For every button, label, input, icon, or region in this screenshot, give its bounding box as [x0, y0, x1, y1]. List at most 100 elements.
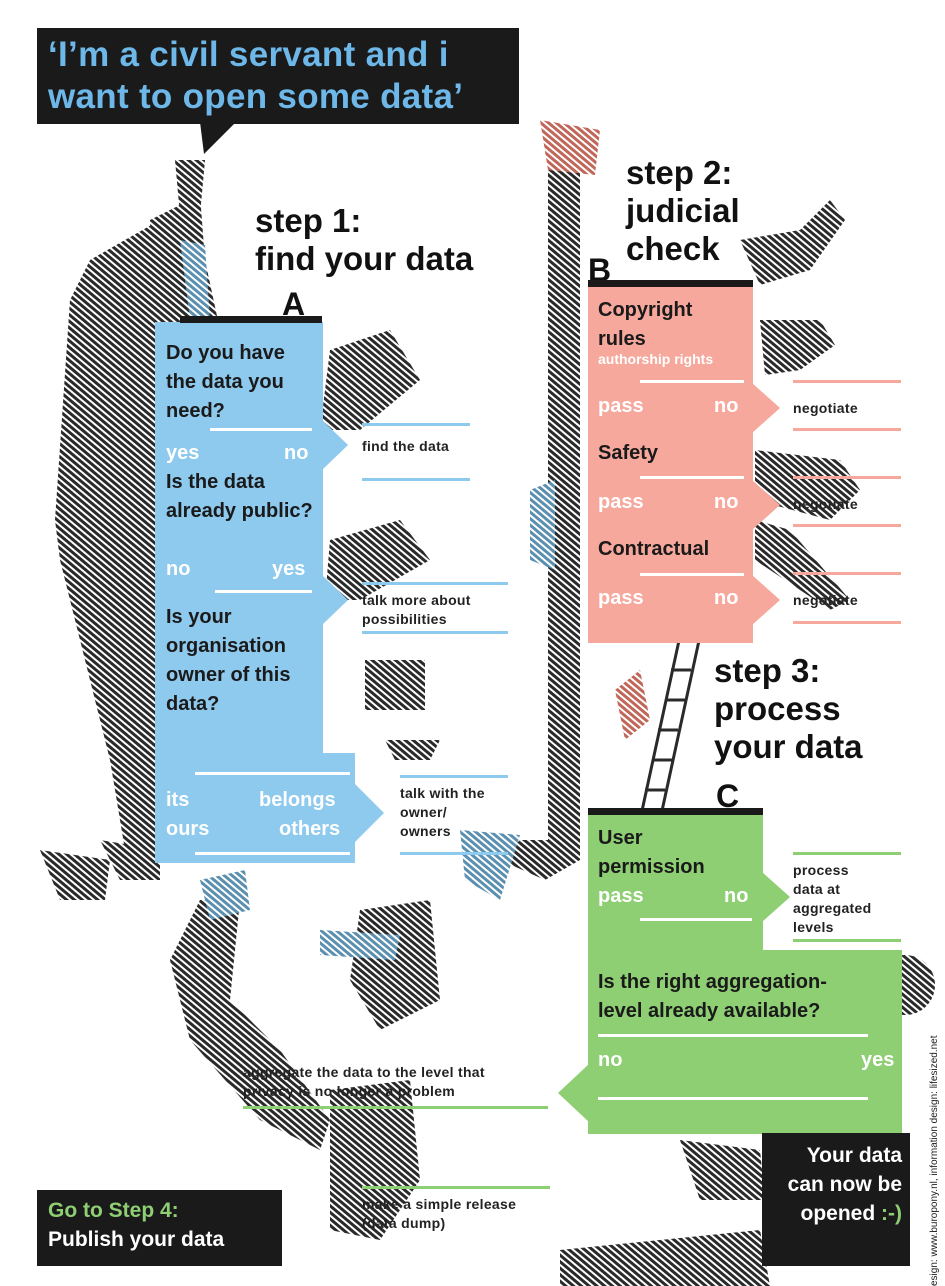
action-line [362, 582, 508, 585]
panel-a-arrow-1 [322, 420, 348, 470]
divider [195, 852, 350, 855]
action-negotiate: negotiate [793, 496, 858, 512]
final-message: Your data can now be opened :-) [762, 1141, 902, 1228]
panel-a-arrow-3 [354, 783, 384, 843]
action-process-line2: data at [793, 881, 841, 897]
check-contractual: Contractual [598, 538, 710, 560]
answer-no: no [714, 491, 739, 513]
final-line3: opened :-) [762, 1199, 903, 1228]
divider [215, 590, 312, 593]
speech-title: ‘I’m a civil servant and i want to open … [48, 35, 464, 116]
letter-c: C [716, 778, 740, 814]
man-silhouette [40, 160, 220, 900]
divider [195, 772, 350, 775]
question-user-permission: User permission [598, 824, 705, 882]
panel-c-arrow-right [762, 872, 790, 922]
action-talk-owner: talk with the owner/ owners [400, 784, 485, 841]
answer-others: others [279, 818, 341, 840]
action-talk-possibilities-line2: possibilities [362, 611, 447, 627]
action-line [793, 380, 901, 383]
panel-b-topbar [588, 280, 753, 287]
credit-text: esign: www.buropony.nl, information desi… [929, 1035, 940, 1286]
step2-heading: step 2: judicial check [626, 154, 740, 268]
step1-heading: step 1: find your data [255, 202, 473, 278]
step1-heading-line1: step 1: [255, 202, 362, 239]
final-line1: Your data [806, 1144, 902, 1167]
step4-subtitle: Publish your data [48, 1228, 225, 1251]
smiley: :-) [881, 1202, 902, 1225]
answer-pass: pass [598, 491, 644, 513]
action-talk-owner-line2: owner/ [400, 804, 447, 820]
action-line [400, 852, 508, 855]
check-copyright-line2: rules [598, 328, 646, 350]
panel-c-extension [588, 950, 902, 1134]
step1-heading-line2: find your data [255, 240, 474, 277]
answer-its: its [166, 789, 190, 811]
step3-heading-line2: process [714, 690, 841, 727]
divider [640, 918, 752, 921]
answer-no: no [598, 1049, 623, 1071]
answer-belongs: belongs [259, 789, 336, 811]
divider [640, 476, 744, 479]
action-line [400, 775, 508, 778]
step3-heading-line1: step 3: [714, 652, 821, 689]
action-line [362, 423, 470, 426]
action-talk-possibilities: talk more about possibilities [362, 591, 471, 629]
panel-b [588, 287, 753, 643]
step3-heading: step 3: process your data [714, 652, 863, 766]
panel-c-arrow-left [558, 1063, 590, 1123]
step3-heading-line3: your data [714, 728, 863, 765]
step2-heading-line1: step 2: [626, 154, 733, 191]
answer-no: no [166, 558, 191, 580]
answer-no: no [714, 395, 739, 417]
action-negotiate: negotiate [793, 400, 858, 416]
final-box [762, 1133, 910, 1266]
step4-title: Go to Step 4: [48, 1199, 179, 1222]
action-simple-release: make a simple release (data dump) [362, 1195, 516, 1233]
speech-bubble [37, 28, 519, 124]
pipe-arm-illustrations [170, 120, 860, 1286]
question-user-permission-line1: User [598, 827, 643, 849]
speech-bubble-tail [200, 122, 236, 154]
panel-b-arrow-2 [752, 480, 780, 530]
divider [210, 428, 312, 431]
answer-pass: pass [598, 395, 644, 417]
action-simple-release-line2: (data dump) [362, 1215, 446, 1231]
action-line [362, 478, 470, 481]
answer-yes: yes [861, 1049, 895, 1071]
action-aggregate-data: aggregate the data to the level that pri… [243, 1063, 485, 1101]
panel-a-topbar [180, 316, 322, 323]
action-process-line3: aggregated [793, 900, 872, 916]
question-aggregation-level-line2: level already available? [598, 1000, 821, 1022]
action-line [362, 1186, 550, 1189]
letter-a: A [282, 286, 306, 322]
panel-b-arrow-1 [752, 383, 780, 433]
question-organisation-owner: Is your organisation owner of this data? [166, 606, 291, 715]
action-talk-owner-line3: owners [400, 823, 451, 839]
action-talk-possibilities-line1: talk more about [362, 592, 471, 608]
panel-b-arrow-3 [752, 575, 780, 625]
action-line [362, 631, 508, 634]
step4-box [37, 1190, 282, 1266]
question-have-data: Do you have the data you need? [166, 342, 285, 422]
action-line [793, 476, 901, 479]
action-aggregate-line1: aggregate the data to the level that [243, 1064, 485, 1080]
action-process-line1: process [793, 862, 849, 878]
question-data-public: Is the data already public? [166, 471, 313, 522]
action-line [243, 1106, 548, 1109]
panel-a-extension [155, 753, 355, 863]
check-copyright-line1: Copyright [598, 299, 693, 321]
action-process-aggregated: process data at aggregated levels [793, 861, 871, 937]
answer-ours: ours [166, 818, 210, 840]
action-negotiate: negotiate [793, 592, 858, 608]
answer-yes: yes [166, 442, 200, 464]
action-aggregate-line2: privacy is no longer a problem [243, 1083, 456, 1099]
letter-b: B [588, 252, 612, 288]
panel-a-arrow-2 [322, 575, 348, 625]
divider [598, 1034, 868, 1037]
panel-c-topbar [588, 808, 763, 815]
action-find-data: find the data [362, 438, 450, 454]
final-line2: can now be [787, 1173, 902, 1196]
check-copyright: Copyright rules [598, 296, 692, 354]
